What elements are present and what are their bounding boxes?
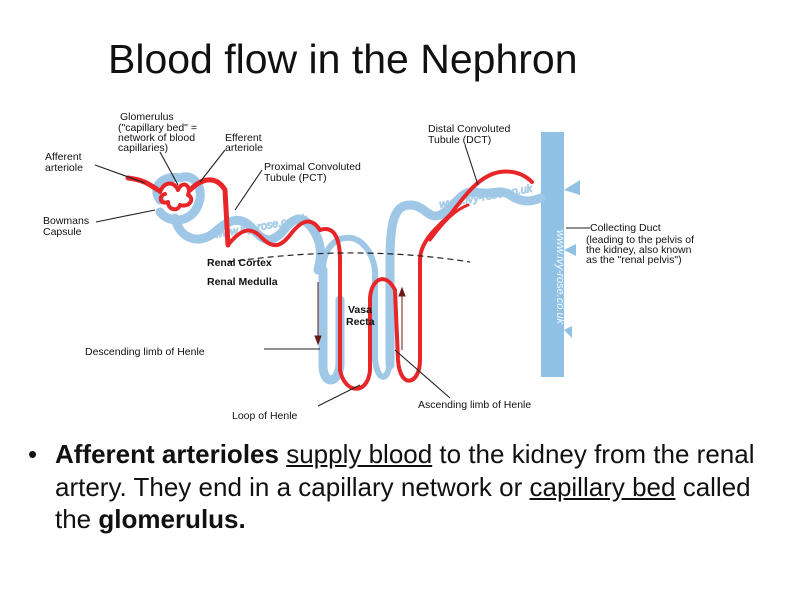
label-bowmans-1: Bowmans <box>43 215 89 227</box>
label-dct-1: Distal Convoluted <box>428 123 510 135</box>
slide-title: Blood flow in the Nephron <box>108 36 578 82</box>
label-bowmans-2: Capsule <box>43 226 82 238</box>
label-medulla: Renal Medulla <box>207 276 278 288</box>
flow-arrows <box>314 282 406 350</box>
label-pct-2: Tubule (PCT) <box>264 172 327 184</box>
label-dct-2: Tubule (DCT) <box>428 134 491 146</box>
label-collecting-4: as the "renal pelvis") <box>586 254 682 266</box>
bullet-marker: • <box>28 439 38 469</box>
nephron-diagram: www.ivy-rose.co.uk www.ivy-rose.co.uk ww… <box>43 111 694 422</box>
term-afferent-arterioles: Afferent arterioles <box>55 439 279 469</box>
label-glomerulus-note-3: capillaries) <box>118 142 168 154</box>
label-afferent-1: Afferent <box>45 151 82 163</box>
label-ascending: Ascending limb of Henle <box>418 399 531 411</box>
label-collecting-2: (leading to the pelvis of <box>586 234 694 246</box>
cortex-medulla-boundary <box>227 252 471 263</box>
diagram-labels: Glomerulus ("capillary bed" = network of… <box>43 111 694 422</box>
label-cortex: Renal Cortex <box>207 257 272 269</box>
term-supply-blood: supply blood <box>286 439 433 469</box>
watermark-dct: www.ivy-rose.co.uk <box>438 183 533 211</box>
term-glomerulus: glomerulus. <box>98 504 246 534</box>
label-descending: Descending limb of Henle <box>85 346 205 358</box>
label-afferent-2: arteriole <box>45 162 83 174</box>
label-collecting-1: Collecting Duct <box>590 222 661 234</box>
label-pct-1: Proximal Convoluted <box>264 161 361 173</box>
label-vasa-1: Vasa <box>348 304 372 316</box>
bullet-text-2: to the kidney from the renal artery. The… <box>55 439 755 502</box>
label-glomerulus: Glomerulus <box>120 111 174 123</box>
label-collecting-3: the kidney, also known <box>586 244 692 256</box>
label-efferent-2: arteriole <box>225 142 263 154</box>
label-glomerulus-note-1: ("capillary bed" = <box>118 122 197 134</box>
label-loop: Loop of Henle <box>232 410 298 422</box>
label-efferent-1: Efferent <box>225 132 262 144</box>
leader-lines <box>94 144 590 407</box>
label-vasa-2: Recta <box>346 316 375 328</box>
term-capillary-bed: capillary bed <box>529 471 676 502</box>
watermark-duct: www.ivy-rose.co.uk <box>554 230 566 325</box>
collecting-duct: www.ivy-rose.co.uk <box>541 132 580 377</box>
bullet-text-3: called the <box>55 471 751 535</box>
bullet-text: Afferent arterioles supply blood to the … <box>55 438 755 536</box>
label-glomerulus-note-2: network of blood <box>118 132 195 144</box>
